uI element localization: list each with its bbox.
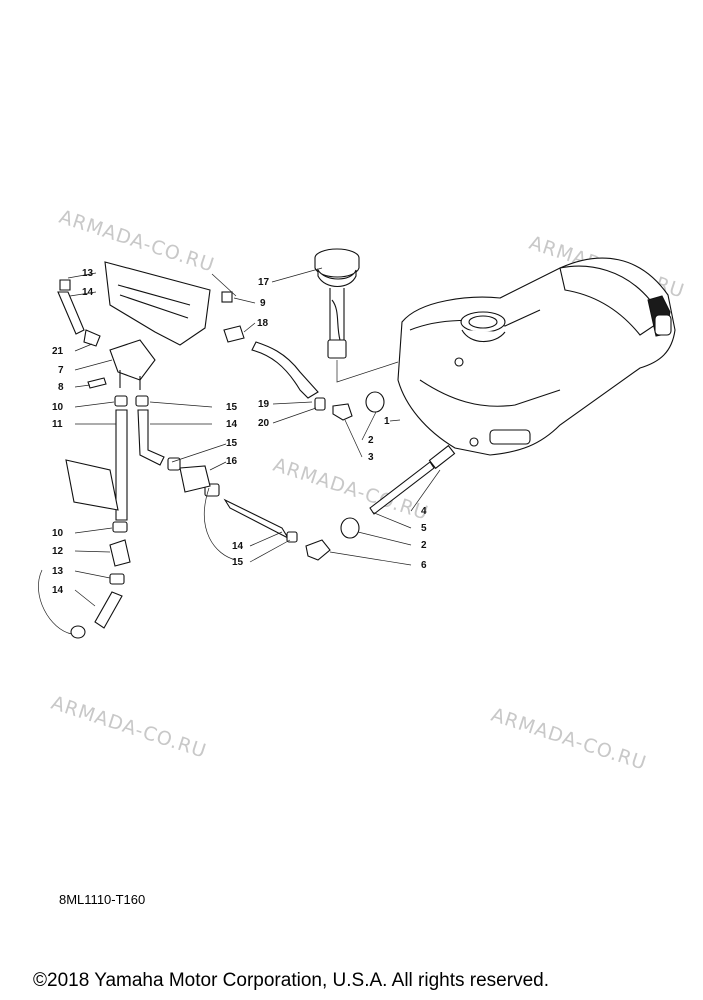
hose-19 <box>251 341 319 399</box>
watermark: ARMADA-CO.RU <box>488 704 649 775</box>
callout-13: 13 <box>52 566 64 577</box>
callout-9: 9 <box>260 298 266 309</box>
callout-17: 17 <box>258 277 270 288</box>
callout-19: 19 <box>258 399 270 410</box>
callout-3: 3 <box>368 452 374 463</box>
elbow-3 <box>332 403 353 421</box>
watermark: ARMADA-CO.RU <box>56 206 217 277</box>
callout-18: 18 <box>257 318 269 329</box>
copyright-notice: ©2018 Yamaha Motor Corporation, U.S.A. A… <box>33 970 549 991</box>
callout-14: 14 <box>226 419 238 430</box>
drawing-code: 8ML1110-T160 <box>59 892 146 907</box>
callout-7: 7 <box>58 365 64 376</box>
callout-8: 8 <box>58 382 64 393</box>
fuel-cap-gauge <box>314 248 399 383</box>
watermark: ARMADA-CO.RU <box>48 692 209 763</box>
watermark: ARMADA-CO.RU <box>270 454 431 525</box>
callout-15: 15 <box>232 557 244 568</box>
leader-lines <box>38 267 441 635</box>
callout-2: 2 <box>368 435 374 446</box>
grommet-2-upper <box>365 391 385 413</box>
callout-21: 21 <box>52 346 64 357</box>
callout-14: 14 <box>52 585 64 596</box>
callout-15: 15 <box>226 402 238 413</box>
fuel-line-right <box>305 444 456 561</box>
callout-11: 11 <box>52 419 63 430</box>
callout-labels: 13 14 21 7 8 10 11 15 14 15 16 10 12 13 … <box>52 268 427 596</box>
callout-12: 12 <box>52 546 64 557</box>
callout-13: 13 <box>82 268 94 279</box>
callout-2: 2 <box>421 540 427 551</box>
callout-5: 5 <box>421 523 427 534</box>
clamp-20 <box>314 397 326 411</box>
callout-4: 4 <box>421 506 427 517</box>
fuel-tank <box>397 257 676 456</box>
fuel-line-center <box>167 457 298 543</box>
callout-10: 10 <box>52 402 64 413</box>
callout-14: 14 <box>232 541 244 552</box>
callout-1: 1 <box>384 416 390 427</box>
callout-14: 14 <box>82 287 94 298</box>
callout-15: 15 <box>226 438 238 449</box>
callout-10: 10 <box>52 528 64 539</box>
callout-16: 16 <box>226 456 238 467</box>
fuel-pump-assembly <box>57 261 245 639</box>
callout-6: 6 <box>421 560 427 571</box>
callout-20: 20 <box>258 418 270 429</box>
